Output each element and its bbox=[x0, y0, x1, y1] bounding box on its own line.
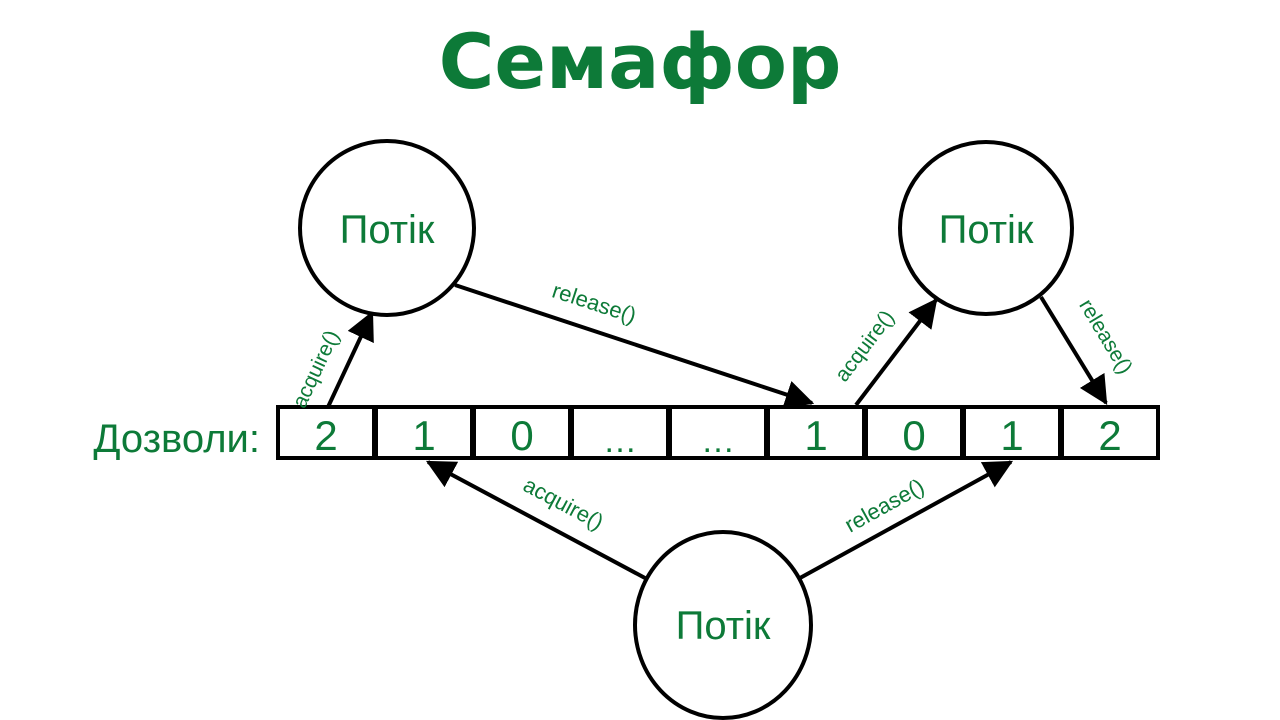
permit-cell[interactable]: 1 bbox=[766, 405, 866, 460]
permit-cell[interactable]: 1 bbox=[962, 405, 1062, 460]
thread-circle bbox=[298, 139, 476, 317]
permit-cell-value: … bbox=[603, 422, 637, 460]
thread-label: Потік bbox=[676, 604, 771, 648]
permit-cell-value: 0 bbox=[902, 412, 925, 459]
permit-cell-value: 2 bbox=[314, 412, 337, 459]
permit-cell-value: 0 bbox=[510, 412, 533, 459]
permit-cell-box bbox=[668, 405, 768, 460]
permit-cell[interactable]: 2 bbox=[276, 405, 376, 460]
thread-node-bottom[interactable]: Потік bbox=[633, 530, 813, 720]
permit-cell-value: 2 bbox=[1098, 412, 1121, 459]
edge-acquire-top-right-line bbox=[854, 298, 938, 407]
edge-acquire-top-left-line bbox=[326, 310, 374, 408]
edge-acquire-bottom-line bbox=[425, 460, 646, 580]
edge-release-bottom-line bbox=[799, 460, 1014, 580]
permit-cell[interactable]: 0 bbox=[864, 405, 964, 460]
permit-cell-value: … bbox=[701, 422, 735, 460]
edge-release-top-right-line bbox=[1039, 295, 1108, 405]
permit-cell-box bbox=[374, 405, 474, 460]
permit-cell-value: 1 bbox=[1000, 412, 1023, 459]
thread-node-top-left[interactable]: Потік bbox=[298, 139, 476, 317]
thread-label: Потік bbox=[939, 208, 1034, 252]
permit-cell-box bbox=[472, 405, 572, 460]
permit-cell[interactable]: … bbox=[570, 405, 670, 460]
permit-cell-box bbox=[864, 405, 964, 460]
permit-cell-value: 1 bbox=[804, 412, 827, 459]
permit-cell[interactable]: … bbox=[668, 405, 768, 460]
permit-cell[interactable]: 0 bbox=[472, 405, 572, 460]
permit-cell-value: 1 bbox=[412, 412, 435, 459]
thread-label: Потік bbox=[340, 208, 435, 252]
thread-circle bbox=[633, 530, 813, 720]
permit-cell-box bbox=[276, 405, 376, 460]
permits-row-label: Дозволи: bbox=[93, 417, 260, 461]
permit-cell[interactable]: 1 bbox=[374, 405, 474, 460]
permit-cell-box bbox=[962, 405, 1062, 460]
thread-circle bbox=[898, 140, 1074, 316]
edge-acquire-top-right-label: acquire() bbox=[831, 306, 899, 386]
permit-cell[interactable]: 2 bbox=[1060, 405, 1160, 460]
page-title: Семафор bbox=[439, 17, 842, 106]
edge-release-bottom-label: release() bbox=[840, 473, 928, 537]
permit-cell-box bbox=[1060, 405, 1160, 460]
thread-node-top-right[interactable]: Потік bbox=[898, 140, 1074, 316]
edge-release-top-left-line bbox=[454, 283, 815, 409]
edge-acquire-bottom-label: acquire() bbox=[519, 472, 607, 535]
permits-array: 2 1 0 … … bbox=[276, 405, 1160, 460]
edge-acquire-top-left-label: acquire() bbox=[288, 327, 344, 412]
